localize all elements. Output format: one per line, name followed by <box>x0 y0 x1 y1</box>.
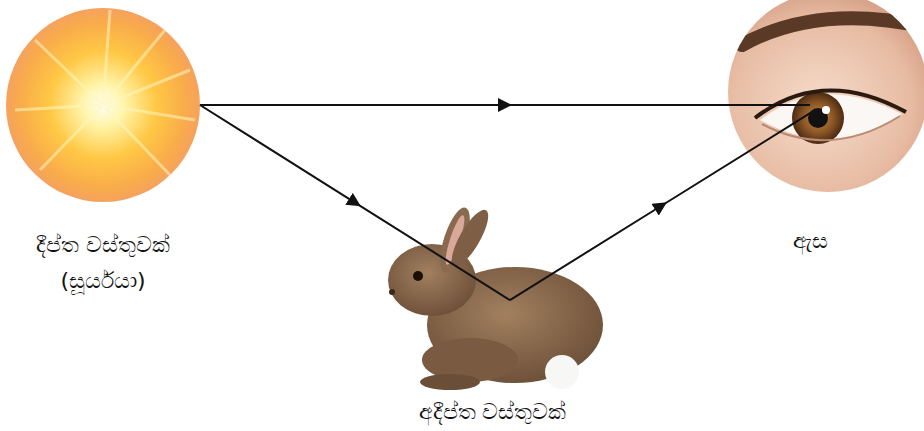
sun-figure <box>6 8 200 202</box>
eye-figure <box>720 0 924 200</box>
node-label: දීප්ත වස්තුවක් <box>0 230 210 260</box>
non-luminous-object: අදීප්ත වස්තුවක් <box>385 205 600 390</box>
light-source: දීප්ත වස්තුවක්(සූර්යයා) <box>6 8 200 202</box>
rabbit-figure <box>388 204 603 390</box>
eye: ඇස <box>732 0 924 190</box>
node-label: (සූර්යයා) <box>0 266 210 296</box>
light-ray <box>510 112 812 300</box>
light-ray <box>200 104 810 106</box>
node-label: අදීප්ත වස්තුවක් <box>355 397 630 427</box>
node-label: ඇස <box>750 226 870 256</box>
light-ray <box>200 105 510 300</box>
